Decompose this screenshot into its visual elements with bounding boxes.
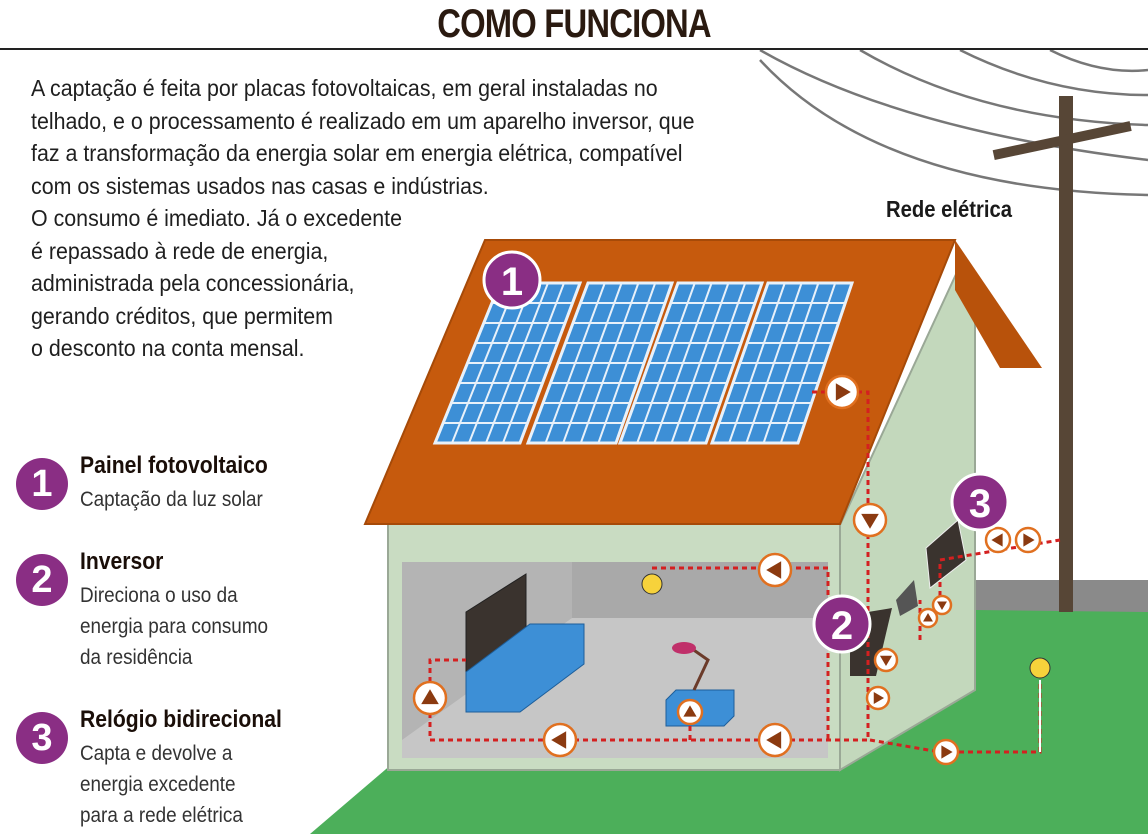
- legend-line: energia excedente: [80, 773, 236, 796]
- badge-1: 1: [482, 250, 542, 310]
- legend-title: Painel fotovoltaico: [80, 452, 268, 479]
- intro-line: com os sistemas usados nas casas e indús…: [31, 172, 489, 199]
- flow-arrow-icon: [757, 722, 793, 758]
- bidirectional-meter-device: [925, 519, 967, 589]
- badge-1-number: 1: [501, 260, 523, 304]
- flow-arrow-icon: [757, 552, 793, 588]
- legend-line: Direciona o uso da: [80, 584, 238, 607]
- intro-line: faz a transformação da energia solar em …: [31, 140, 683, 166]
- badge-3: 3: [950, 472, 1010, 532]
- intro-line: administrada pela concessionária,: [31, 270, 355, 296]
- flow-arrow-icon: [676, 698, 704, 726]
- flow-arrow-icon: [542, 722, 578, 758]
- badge-2-number: 2: [831, 604, 853, 648]
- intro-line: gerando créditos, que permitem: [31, 302, 334, 329]
- badge-3-number: 3: [969, 482, 991, 526]
- legend-line: Capta e devolve a: [80, 742, 233, 765]
- legend-number-badge: 1: [16, 458, 68, 510]
- legend-line: da residência: [80, 646, 193, 669]
- flow-arrow-icon: [865, 685, 891, 711]
- sofa: [465, 623, 585, 713]
- legend-line: Captação da luz solar: [80, 488, 263, 511]
- power-lines: [759, 48, 1148, 197]
- flow-arrow-icon: [932, 738, 960, 766]
- flow-arrow-icon: [1014, 526, 1042, 554]
- inverter-device: [850, 608, 892, 676]
- street-light-bulb-icon: [1029, 657, 1051, 679]
- legend-number-badge: 3: [16, 712, 68, 764]
- intro-line: A captação é feita por placas fotovoltai…: [31, 75, 658, 101]
- flow-arrow-icon: [824, 374, 860, 410]
- flow-arrow-icon: [917, 607, 939, 629]
- flow-arrow-icon: [873, 647, 899, 673]
- light-bulb-icon: [641, 573, 663, 595]
- legend-title: Relógio bidirecional: [80, 706, 282, 733]
- intro-line: é repassado à rede de energia,: [31, 237, 329, 264]
- legend-number-badge: 2: [16, 554, 68, 606]
- legend-description: Direciona o uso da energia para consumo …: [80, 580, 268, 673]
- intro-text: A captação é feita por placas fotovoltai…: [31, 72, 694, 365]
- flow-arrow-icon: [931, 594, 953, 616]
- badge-2: 2: [812, 594, 872, 654]
- legend-line: para a rede elétrica: [80, 804, 243, 827]
- legend-title: Inversor: [80, 548, 164, 575]
- flow-arrows: [412, 374, 1042, 766]
- flow-arrow-icon: [412, 680, 448, 716]
- legend-description: Capta e devolve a energia excedente para…: [80, 738, 243, 831]
- pole-crossarm: [992, 121, 1132, 161]
- utility-pole: [1059, 96, 1073, 612]
- intro-line: O consumo é imediato. Já o excedente: [31, 205, 402, 231]
- legend-line: energia para consumo: [80, 615, 269, 638]
- junction-box: [896, 580, 918, 616]
- side-roof: [955, 240, 1042, 368]
- panel-cell-grid: [443, 282, 846, 444]
- lamp-shade: [672, 642, 696, 654]
- legend-description: Captação da luz solar: [80, 484, 263, 515]
- page-title: COMO FUNCIONA: [437, 2, 711, 46]
- intro-line: o desconto na conta mensal.: [31, 335, 305, 361]
- flow-arrow-icon: [852, 502, 888, 538]
- grid-label: Rede elétrica: [886, 196, 1013, 222]
- flow-arrow-icon: [984, 526, 1012, 554]
- intro-line: telhado, e o processamento é realizado e…: [31, 107, 695, 134]
